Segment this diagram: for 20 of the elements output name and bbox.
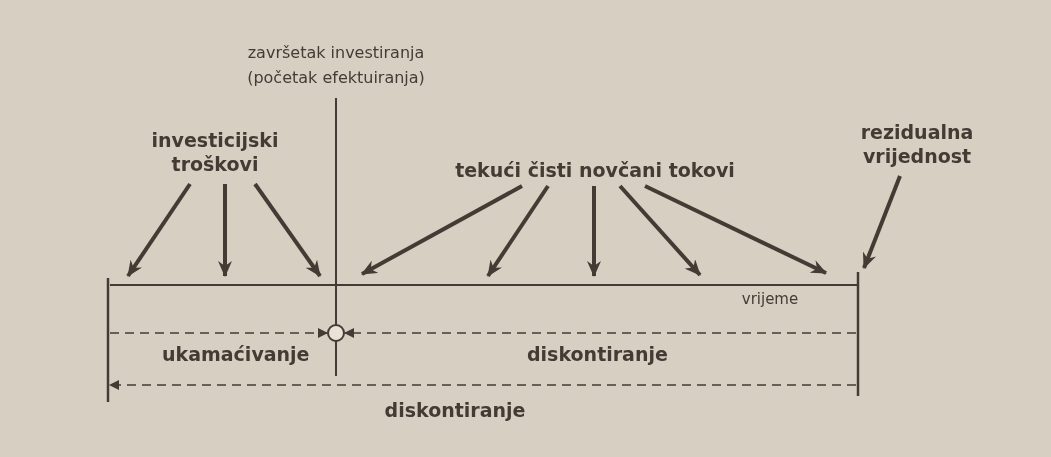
arrow bbox=[218, 184, 232, 277]
arrow bbox=[618, 184, 702, 277]
axis-note: završetak investiranja (početak efektuiranja) bbox=[246, 42, 426, 89]
arrow bbox=[253, 182, 322, 278]
edge-label: diskontiranje bbox=[525, 343, 670, 365]
arrow-label: diskontiranje bbox=[383, 398, 527, 422]
arrow bbox=[486, 184, 550, 278]
arrow bbox=[109, 328, 328, 338]
callout-text: rezidualna vrijednost bbox=[852, 120, 982, 176]
circle-marker bbox=[327, 324, 345, 342]
arrow bbox=[644, 184, 827, 275]
edge-label: ukamaćivanje bbox=[160, 343, 312, 365]
arrow bbox=[344, 328, 857, 338]
arrow bbox=[361, 184, 523, 276]
axis-label: vrijeme bbox=[740, 290, 800, 308]
arrow bbox=[862, 175, 902, 269]
arrow bbox=[587, 186, 601, 277]
arrow bbox=[126, 182, 192, 278]
callout-text: tekući čisti novčani tokovi bbox=[440, 158, 750, 186]
callout-text: investicijski troškovi bbox=[150, 128, 280, 184]
